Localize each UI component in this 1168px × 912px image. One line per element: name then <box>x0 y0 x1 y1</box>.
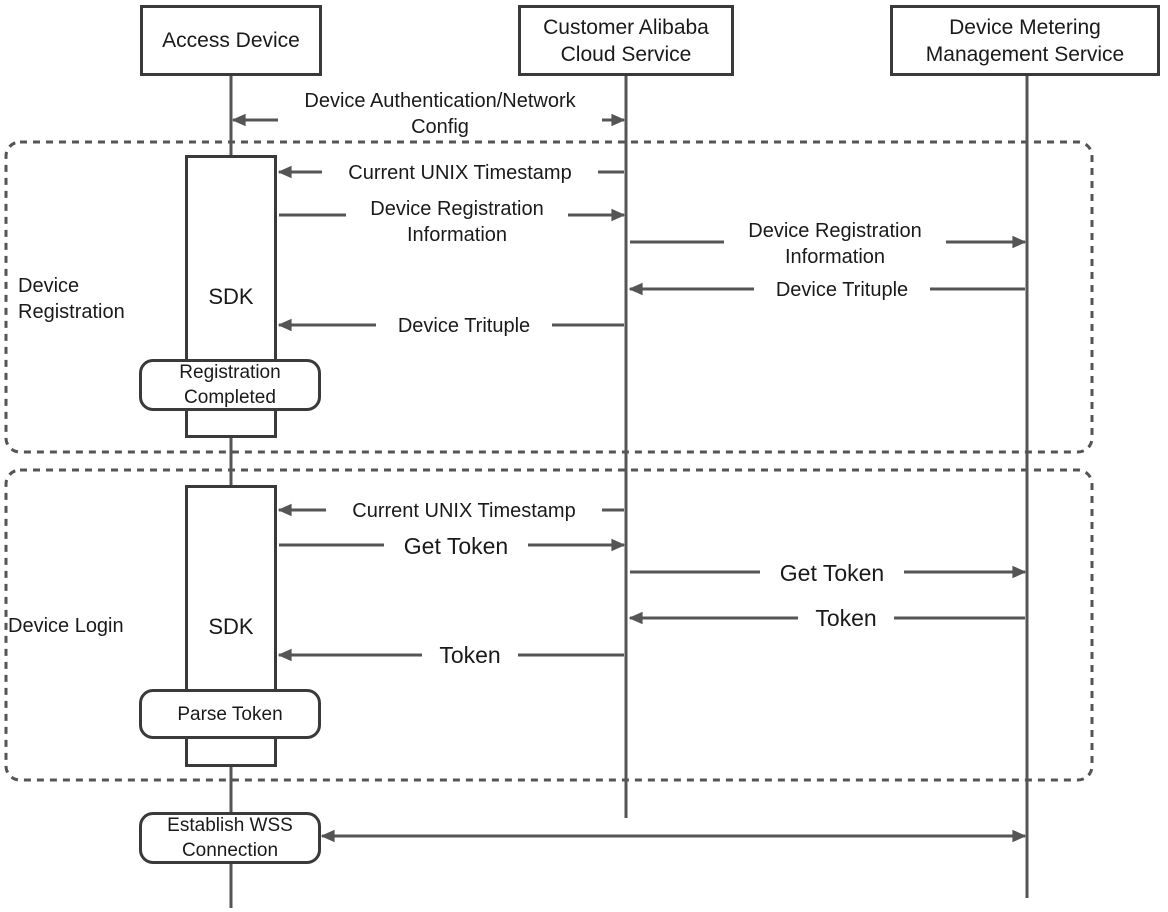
message-login-timestamp: Current UNIX Timestamp <box>326 498 602 524</box>
message-auth-network: Device Authentication/Network Config <box>278 88 602 140</box>
participant-access-device: Access Device <box>140 5 322 76</box>
establish-wss-label: Establish WSS Connection <box>167 815 293 861</box>
message-get-token-to-cloud: Get Token <box>384 533 528 559</box>
message-token-from-metering: Token <box>798 605 894 631</box>
message-reg-timestamp: Current UNIX Timestamp <box>322 160 598 186</box>
registration-completed-state: Registration Completed <box>139 359 321 411</box>
message-trituple-to-device: Device Trituple <box>376 313 552 339</box>
participant-cloud-service: Customer Alibaba Cloud Service <box>518 5 734 76</box>
establish-wss-state: Establish WSS Connection <box>139 812 321 864</box>
registration-sdk-label: SDK <box>208 284 254 309</box>
login-group-label: Device Login <box>8 615 124 637</box>
participant-metering-service-label: Device Metering Management Service <box>925 15 1125 66</box>
message-trituple-from-metering: Device Trituple <box>754 277 930 303</box>
login-group-frame <box>4 468 1094 782</box>
message-get-token-to-metering: Get Token <box>760 560 904 586</box>
parse-token-state: Parse Token <box>139 689 321 739</box>
registration-group-frame <box>4 140 1094 454</box>
message-reg-info-to-metering: Device Registration Information <box>724 218 946 270</box>
participant-cloud-service-label: Customer Alibaba Cloud Service <box>543 15 709 66</box>
participant-metering-service: Device Metering Management Service <box>890 5 1160 76</box>
login-sdk-label: SDK <box>208 613 254 639</box>
message-reg-info-to-cloud: Device Registration Information <box>346 196 568 248</box>
message-token-to-device: Token <box>422 642 518 668</box>
registration-group-label: Device Registration <box>18 275 125 323</box>
registration-completed-label: Registration Completed <box>179 362 281 408</box>
parse-token-label: Parse Token <box>177 703 283 725</box>
participant-access-device-label: Access Device <box>162 29 300 52</box>
